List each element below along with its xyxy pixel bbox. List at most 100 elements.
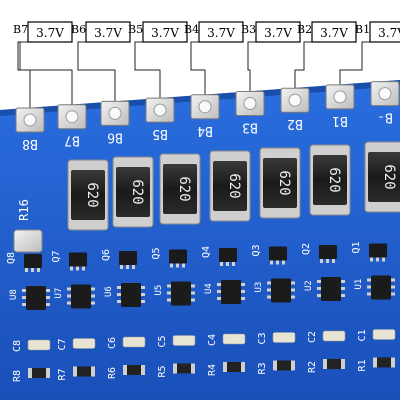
pad-label: B4	[197, 123, 213, 138]
chip-pin	[22, 289, 26, 292]
cell-voltage: 3.7V	[36, 26, 64, 40]
u-label: U4	[204, 283, 214, 294]
pad-label: B3	[242, 120, 258, 135]
ic-chip	[321, 277, 341, 301]
chip-pin	[232, 262, 235, 266]
mosfet-chip	[319, 245, 337, 259]
chip-pin	[376, 257, 379, 262]
ic-chip	[371, 275, 391, 300]
resistor: 620	[112, 156, 154, 228]
cell-box	[369, 21, 400, 43]
chip-pin	[267, 281, 271, 285]
smd-resistor	[123, 365, 145, 375]
resistor-code: 620	[226, 173, 242, 198]
resistor-body	[213, 161, 247, 211]
chip-pin	[241, 290, 245, 293]
resistor: 620	[67, 159, 109, 231]
chip-pin	[341, 280, 345, 283]
chip-pin	[191, 284, 195, 288]
wires	[17, 41, 370, 108]
chip-pin	[132, 265, 135, 269]
cell-box	[255, 21, 301, 43]
chip-pin	[370, 257, 373, 262]
chip-pin	[217, 290, 221, 293]
cell-box	[85, 21, 131, 43]
pad-label: B6	[107, 129, 123, 144]
chip-pin	[191, 298, 195, 302]
chip-pin	[167, 284, 171, 288]
chip-pin	[226, 262, 229, 266]
resistor-end	[28, 368, 32, 378]
resistor: 620	[309, 144, 351, 216]
chip-pin	[391, 285, 395, 289]
chip-pin	[25, 268, 28, 272]
cell-label: B3	[241, 23, 256, 36]
chip-pin	[141, 286, 145, 289]
wire	[294, 41, 312, 91]
cell-box	[142, 21, 188, 43]
lower-components: Q8U8C8R8Q7U7C7R7Q6U6C6R6Q5U5C5R5Q4U4C4R4…	[6, 241, 396, 382]
chip-pin	[291, 295, 295, 299]
resistor-end	[273, 360, 277, 371]
resistor-end	[241, 362, 245, 372]
resistor-code: 620	[381, 164, 397, 189]
c-label: C3	[257, 332, 268, 344]
chip-pin	[117, 293, 121, 296]
r16-label: R16	[17, 199, 31, 221]
pad-hole	[65, 110, 79, 124]
u-label: U1	[354, 279, 364, 290]
pad-hole	[108, 106, 122, 120]
resistor-code: 620	[326, 167, 342, 192]
battery-cell-b4: B4 3.7V	[184, 21, 244, 43]
chip-pin	[326, 259, 329, 263]
chip-pin	[91, 294, 95, 298]
chip-pin	[341, 287, 345, 290]
chip-pin	[241, 283, 245, 286]
resistor-end	[323, 359, 327, 369]
chip-pin	[267, 288, 271, 292]
c-label: C8	[12, 340, 23, 352]
chip-pin	[70, 266, 73, 271]
resistor-code: 620	[84, 182, 100, 207]
pad-b5: B5	[145, 97, 175, 141]
capacitor	[172, 335, 196, 346]
capacitor	[27, 339, 51, 351]
pad-b8: B8	[15, 107, 45, 151]
pad-b2: B2	[280, 87, 310, 131]
u-label: U7	[54, 288, 64, 299]
chip-pin	[341, 294, 345, 297]
mosfet-chip	[369, 243, 387, 258]
chip-pin	[367, 278, 371, 282]
u-label: U3	[254, 282, 264, 293]
wire	[339, 41, 370, 87]
smd-resistor	[173, 363, 195, 374]
chip-pin	[217, 283, 221, 286]
pad-b6: B6	[100, 100, 130, 144]
chip-pin	[31, 268, 34, 272]
c-label: C6	[107, 337, 118, 349]
cell-box	[198, 21, 244, 43]
pad-b3: B3	[235, 91, 265, 135]
pad-hole	[378, 87, 392, 101]
smd-resistor	[73, 366, 95, 377]
chip-pin	[120, 265, 123, 269]
chip-pin	[191, 291, 195, 295]
c-label: C2	[307, 331, 318, 343]
cell-label: B1	[355, 23, 370, 36]
cell-label: B4	[184, 23, 199, 36]
resistor-end	[341, 359, 345, 369]
r-label: R7	[57, 368, 68, 380]
cell-voltage: 3.7V	[207, 26, 235, 40]
pad-hole	[333, 90, 347, 104]
r-label: R6	[107, 367, 118, 379]
r-label: R5	[157, 365, 168, 377]
capacitor	[72, 338, 96, 349]
